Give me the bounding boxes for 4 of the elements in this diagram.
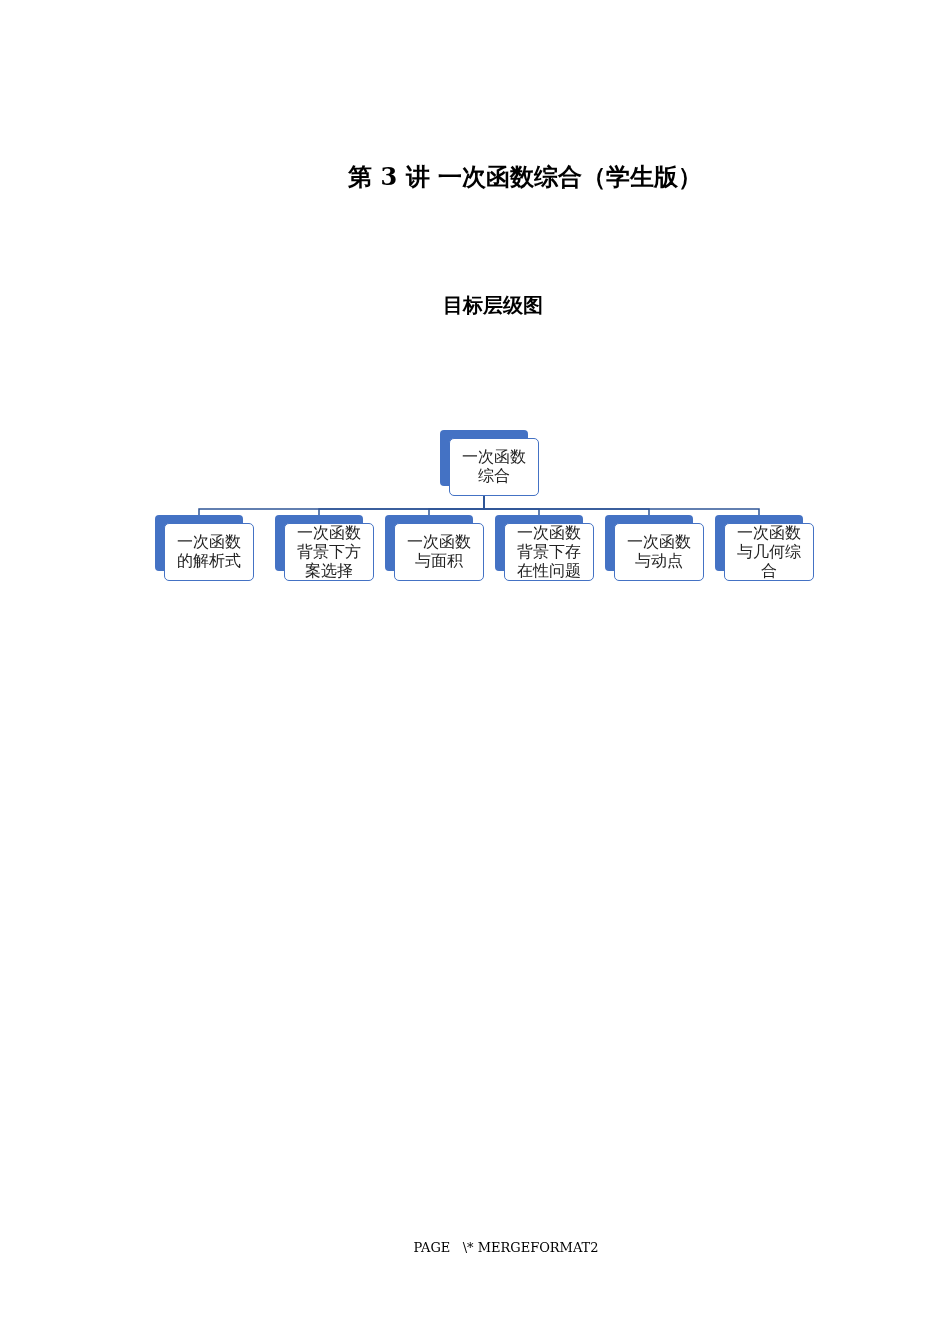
connector-line [483,495,760,516]
page-title: 第 3 讲 一次函数综合（学生版） [347,161,703,193]
page-footer: PAGE \* MERGEFORMAT2 [0,1239,950,1257]
section-heading: 目标层级图 [441,292,544,319]
